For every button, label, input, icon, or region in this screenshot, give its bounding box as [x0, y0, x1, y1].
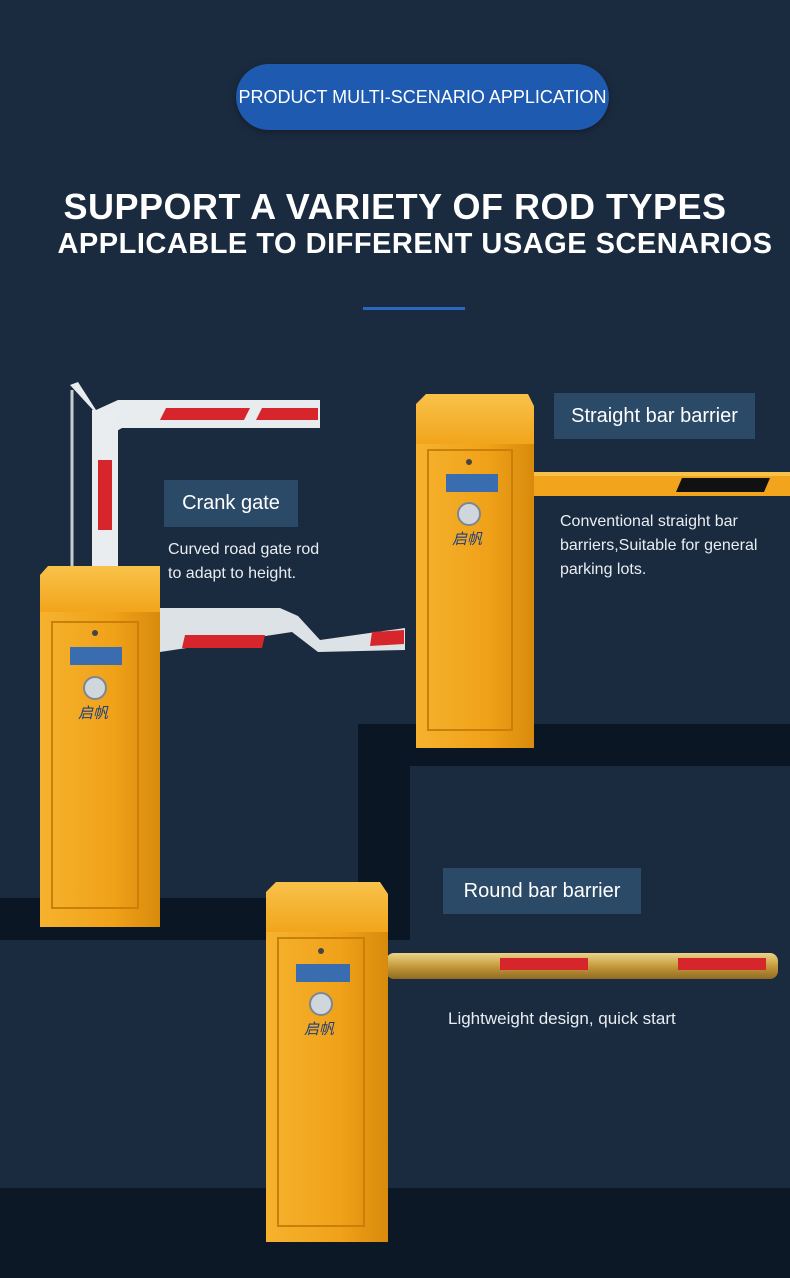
straight-bar-description-line: parking lots. [560, 561, 647, 578]
straight-bar-description-line: barriers,Suitable for general [560, 537, 758, 554]
svg-text:启帆: 启帆 [304, 1020, 335, 1038]
stage-steps [0, 724, 790, 1278]
title-divider [363, 307, 465, 310]
headline-primary: SUPPORT A VARIETY OF ROD TYPES [63, 186, 727, 227]
crank-gate-label: Crank gate [164, 480, 298, 527]
headline-secondary: APPLICABLE TO DIFFERENT USAGE SCENARIOS [57, 228, 773, 260]
round-bar-arm [386, 953, 778, 979]
svg-text:启帆: 启帆 [452, 530, 483, 548]
svg-text:启帆: 启帆 [78, 704, 109, 722]
straight-bar-cabinet: 启帆 [416, 394, 534, 748]
straight-bar-arm [532, 472, 790, 496]
straight-bar-description: Conventional straight bar barriers,Suita… [560, 510, 785, 582]
crank-gate-cabinet: 启帆 [40, 566, 160, 927]
crank-gate-arm [70, 382, 405, 652]
crank-gate-description-line: to adapt to height. [168, 565, 297, 582]
crank-gate-description: Curved road gate rod to adapt to height. [168, 538, 348, 586]
straight-bar-label: Straight bar barrier [554, 393, 755, 439]
round-bar-label: Round bar barrier [443, 868, 641, 914]
crank-gate-description-line: Curved road gate rod [168, 541, 320, 558]
scenario-badge: PRODUCT MULTI-SCENARIO APPLICATION [236, 64, 609, 130]
straight-bar-description-line: Conventional straight bar [560, 513, 738, 530]
round-bar-description: Lightweight design, quick start [448, 1009, 676, 1028]
round-bar-cabinet: 启帆 [266, 882, 388, 1242]
